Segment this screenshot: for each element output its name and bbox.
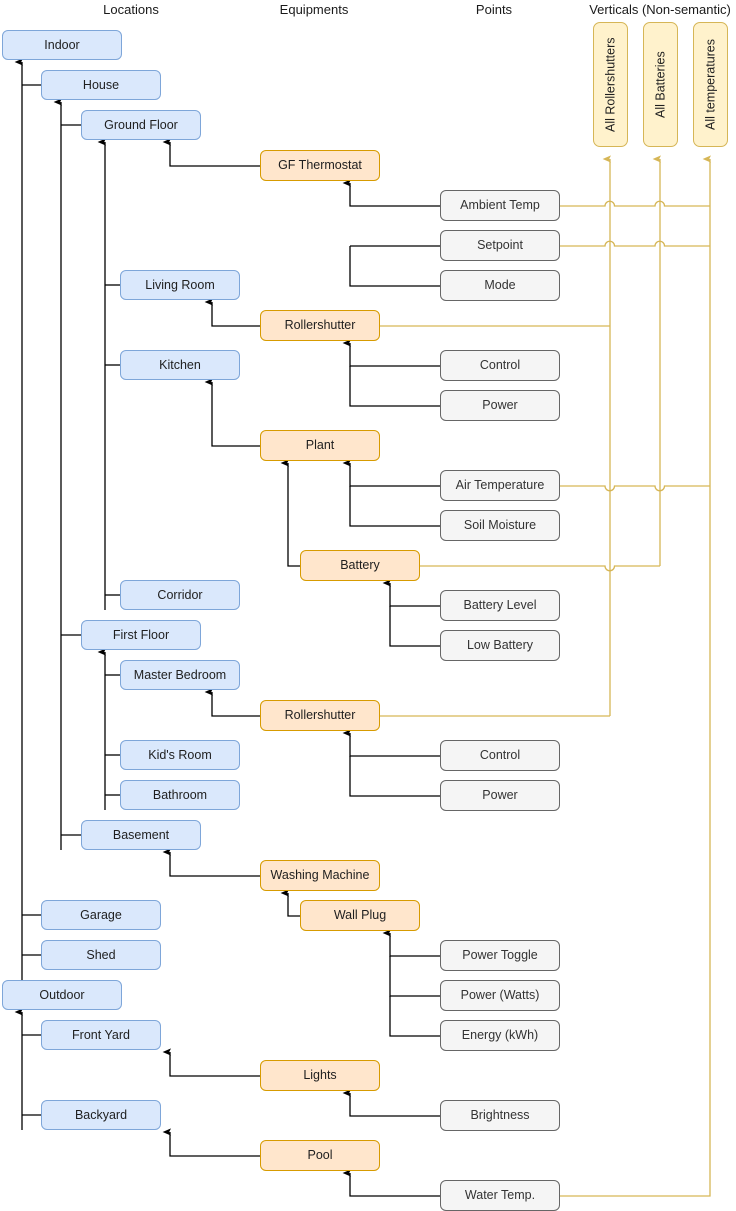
point-node-energy-kwh[interactable]: Energy (kWh) [440, 1020, 560, 1051]
equipment-node-pool[interactable]: Pool [260, 1140, 380, 1171]
point-node-water-temp[interactable]: Water Temp. [440, 1180, 560, 1211]
point-node-control-1f[interactable]: Control [440, 740, 560, 771]
point-node-battery-level[interactable]: Battery Level [440, 590, 560, 621]
location-node-indoor[interactable]: Indoor [2, 30, 122, 60]
location-node-shed[interactable]: Shed [41, 940, 161, 970]
column-header-equipments: Equipments [279, 2, 349, 17]
column-header-locations: Locations [103, 2, 159, 17]
location-node-ground-floor[interactable]: Ground Floor [81, 110, 201, 140]
location-node-first-floor[interactable]: First Floor [81, 620, 201, 650]
vertical-node-all-temperatures[interactable]: All temperatures [693, 22, 728, 147]
equipment-node-wall-plug[interactable]: Wall Plug [300, 900, 420, 931]
point-node-power-gf[interactable]: Power [440, 390, 560, 421]
equipment-node-gf-thermostat[interactable]: GF Thermostat [260, 150, 380, 181]
location-node-house[interactable]: House [41, 70, 161, 100]
point-node-mode[interactable]: Mode [440, 270, 560, 301]
location-node-living-room[interactable]: Living Room [120, 270, 240, 300]
point-node-air-temperature[interactable]: Air Temperature [440, 470, 560, 501]
point-node-power-watts[interactable]: Power (Watts) [440, 980, 560, 1011]
equipment-node-rollershutter-gf[interactable]: Rollershutter [260, 310, 380, 341]
location-node-bathroom[interactable]: Bathroom [120, 780, 240, 810]
point-node-soil-moisture[interactable]: Soil Moisture [440, 510, 560, 541]
vertical-node-all-rollershutters[interactable]: All Rollershutters [593, 22, 628, 147]
location-node-front-yard[interactable]: Front Yard [41, 1020, 161, 1050]
location-node-kitchen[interactable]: Kitchen [120, 350, 240, 380]
point-node-power-1f[interactable]: Power [440, 780, 560, 811]
location-node-basement[interactable]: Basement [81, 820, 201, 850]
point-node-power-toggle[interactable]: Power Toggle [440, 940, 560, 971]
location-node-backyard[interactable]: Backyard [41, 1100, 161, 1130]
point-node-control-gf[interactable]: Control [440, 350, 560, 381]
equipment-node-rollershutter-1f[interactable]: Rollershutter [260, 700, 380, 731]
location-node-kids-room[interactable]: Kid's Room [120, 740, 240, 770]
column-header-verticals: Verticals (Non-semantic) [589, 2, 731, 17]
location-node-corridor[interactable]: Corridor [120, 580, 240, 610]
vertical-node-all-batteries[interactable]: All Batteries [643, 22, 678, 147]
location-node-master-bedroom[interactable]: Master Bedroom [120, 660, 240, 690]
column-header-points: Points [475, 2, 513, 17]
equipment-node-washing-machine[interactable]: Washing Machine [260, 860, 380, 891]
point-node-setpoint[interactable]: Setpoint [440, 230, 560, 261]
point-node-brightness[interactable]: Brightness [440, 1100, 560, 1131]
equipment-node-plant[interactable]: Plant [260, 430, 380, 461]
location-node-garage[interactable]: Garage [41, 900, 161, 930]
location-node-outdoor[interactable]: Outdoor [2, 980, 122, 1010]
point-node-low-battery[interactable]: Low Battery [440, 630, 560, 661]
equipment-node-battery[interactable]: Battery [300, 550, 420, 581]
point-node-ambient-temp[interactable]: Ambient Temp [440, 190, 560, 221]
equipment-node-lights[interactable]: Lights [260, 1060, 380, 1091]
